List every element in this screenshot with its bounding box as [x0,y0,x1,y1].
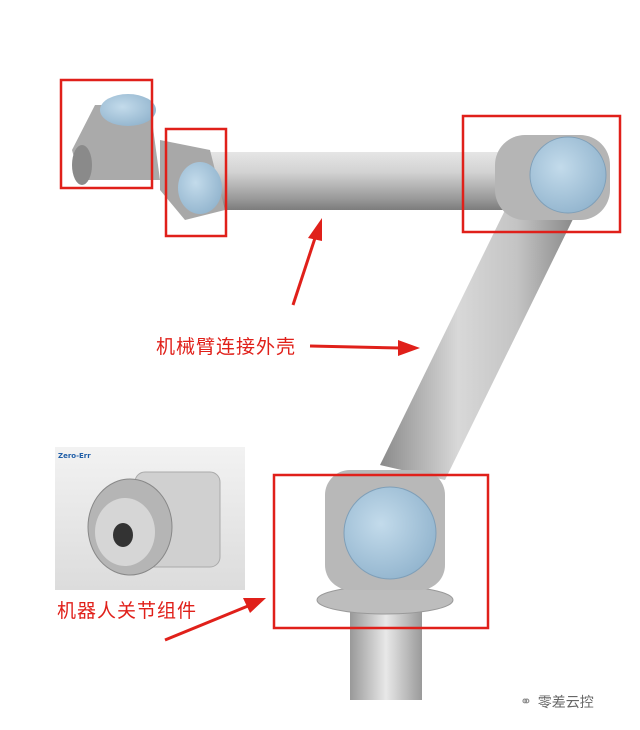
upper-arm-tube [210,152,510,210]
watermark-text: 零差云控 [537,695,594,711]
joint-module-drawing [87,471,221,576]
highlight-box-base [272,473,490,630]
arrow-to-upper-arm [291,218,322,306]
wrist-1-cap [100,94,156,126]
wrist-2-cap [178,162,222,214]
highlight-box-shoulder [461,114,622,234]
joint-label: 机器人关节组件 [57,600,198,622]
highlight-box-wrist-2 [164,127,228,238]
base-joint-cap [343,486,437,580]
arrow-to-forearm [309,340,420,356]
tool-flange [72,145,92,185]
shoulder-joint-cap [529,136,607,214]
watermark: ⚭ 零差云控 [520,692,594,712]
wechat-icon: ⚭ [520,694,532,710]
housing-label: 机械臂连接外壳 [156,336,297,358]
brand-logo: Zero-Err [58,452,91,460]
base-flange [316,585,454,615]
arrow-to-base-joint [164,598,266,642]
base-pillar [350,600,422,700]
highlight-box-wrist-1 [59,78,154,190]
forearm-tube [380,200,575,480]
joint-component-photo: Zero-Err [55,447,245,590]
